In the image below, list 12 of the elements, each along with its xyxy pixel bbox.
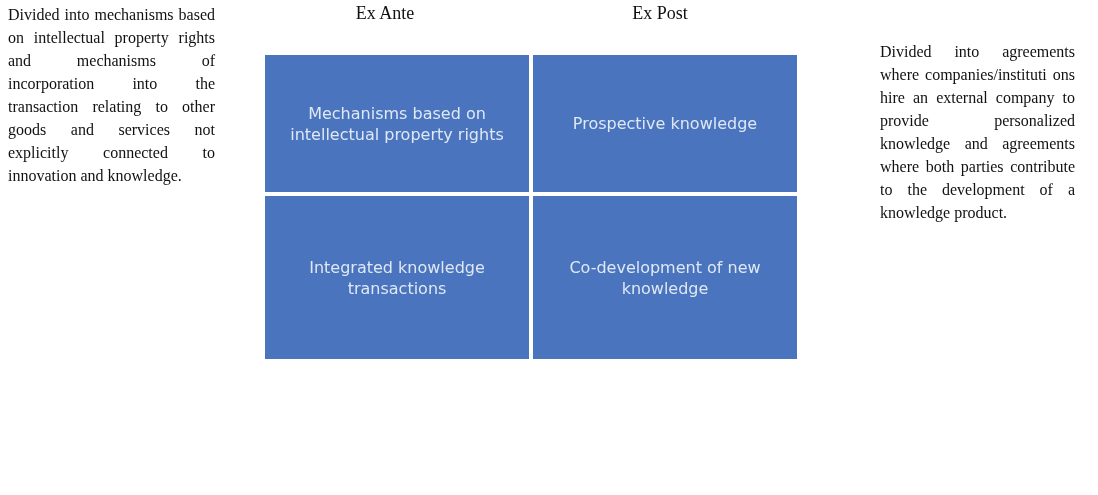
matrix-cell	[265, 196, 529, 359]
matrix-cell	[533, 196, 797, 359]
matrix-cell	[265, 55, 529, 192]
cell-text: Prospective knowledge	[572, 113, 758, 134]
description-text: Divided into agreements where companies/instituti ons hire an external company to provide personalized knowledge and agreements where both parties contribute to the development of a knowledge product.	[880, 42, 1075, 224]
cell-text: Mechanisms based on intellectual property rights	[289, 102, 505, 145]
matrix-cell	[533, 55, 797, 192]
description-text: Divided into mechanisms based on intellectual property rights and mechanisms of incorporation into the transaction relating to other goods and services not explicitly connected to innovation and knowledge.	[8, 5, 215, 187]
column-heading: Ex Ante	[354, 3, 416, 24]
column-heading: Ex Post	[631, 3, 689, 24]
cell-text: Integrated knowledge transactions	[308, 256, 486, 299]
cell-text: Co-development of new knowledge	[568, 256, 762, 299]
